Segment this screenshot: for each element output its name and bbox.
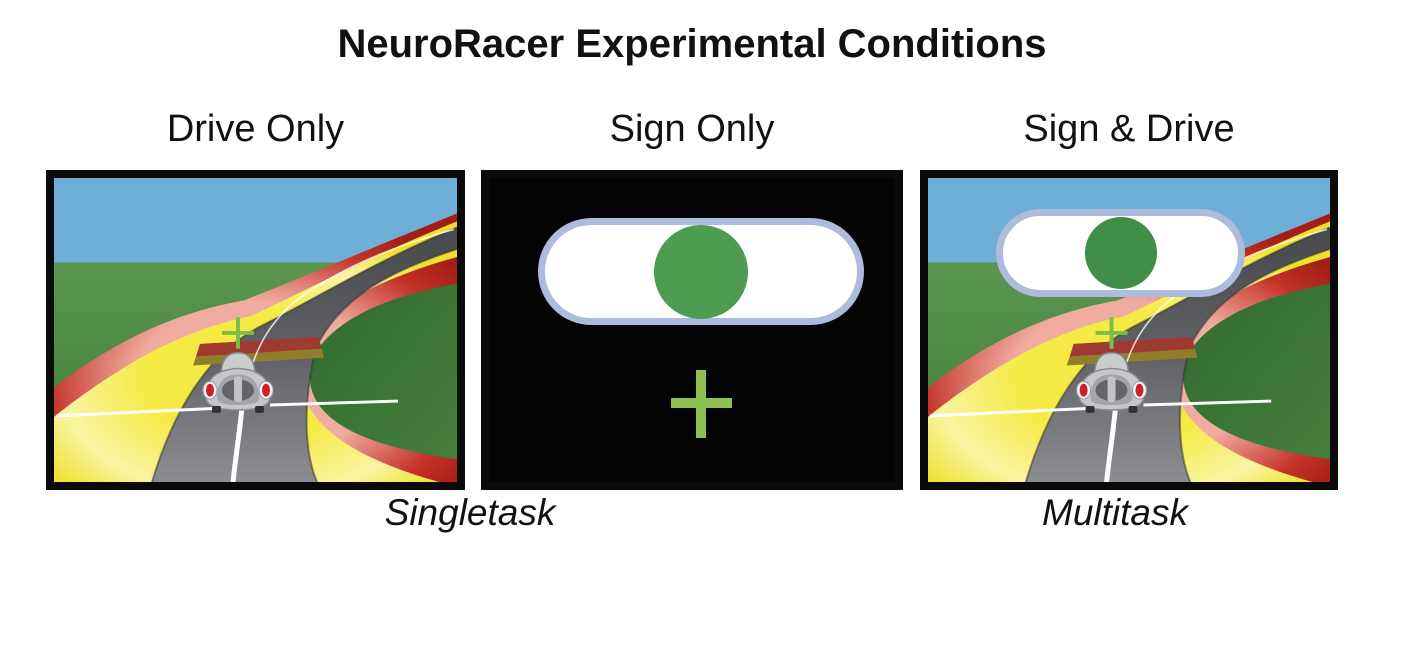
column-header-sign-only: Sign Only (609, 108, 775, 150)
panel-sign-only (481, 170, 903, 490)
sign-circle-icon (654, 224, 748, 319)
sign-circle-icon (1084, 217, 1157, 289)
caption-singletask: Singletask (384, 492, 556, 533)
figure-title: NeuroRacer Experimental Conditions (337, 22, 1047, 66)
caption-multitask: Multitask (1042, 492, 1188, 533)
sign-pill-overlay (996, 209, 1245, 297)
fixation-cross-icon (696, 370, 706, 438)
sign-pill (538, 218, 864, 325)
column-header-sign-and-drive: Sign & Drive (1023, 108, 1235, 150)
panel-drive-only (46, 170, 465, 490)
driving-scene-image (54, 178, 457, 482)
column-header-drive-only: Drive Only (166, 108, 345, 150)
panel-sign-and-drive (920, 170, 1338, 490)
